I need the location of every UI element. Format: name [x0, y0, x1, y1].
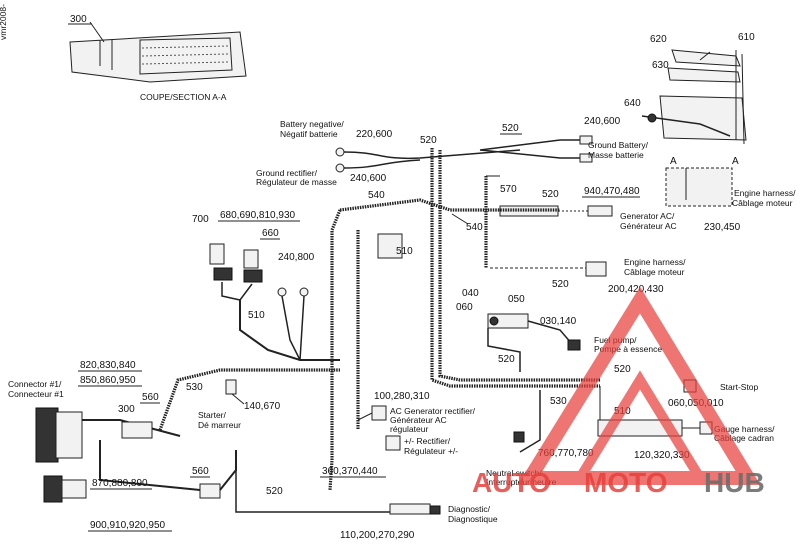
callout-870: 870,880,890	[92, 478, 148, 489]
label-starter-1: Starter/	[198, 410, 227, 420]
section-view	[69, 21, 247, 83]
label-fuel-pump-2: Pompe à essence	[594, 344, 662, 354]
label-gauge-harness-2: Câblage cadran	[714, 433, 774, 443]
callout-530-a: 530	[186, 382, 203, 393]
side-code: vmr2008-	[0, 4, 8, 40]
label-ground-rectifier-2: Régulateur de masse	[256, 177, 337, 187]
label-generator-ac-2: Générateur AC	[620, 221, 677, 231]
callout-560-a: 560	[142, 392, 159, 403]
section-marker-left: A	[670, 156, 677, 167]
callout-360: 360,370,440	[322, 466, 378, 477]
callout-540-b: 540	[466, 222, 483, 233]
callout-520-e: 520	[498, 354, 515, 365]
label-ground-rectifier-1: Ground rectifier/	[256, 168, 318, 178]
label-diagnostic-1: Diagnostic/	[448, 504, 491, 514]
callout-050: 050	[508, 294, 525, 305]
label-ground-battery-1: Ground Battery/	[588, 140, 649, 150]
callout-200: 200,420,430	[608, 284, 664, 295]
callout-520-a: 520	[420, 135, 437, 146]
section-marker-right: A	[732, 156, 739, 167]
callout-030-140: 030,140	[540, 316, 577, 327]
callout-540-a: 540	[368, 190, 385, 201]
callout-300-b: 300	[118, 404, 135, 415]
callout-520-d: 520	[552, 279, 569, 290]
label-ground-battery-2: Masse batterie	[588, 150, 644, 160]
callout-530-b: 530	[550, 396, 567, 407]
callout-240-600-a: 240,600	[350, 173, 387, 184]
label-start-stop: Start-Stop	[720, 382, 759, 392]
label-engine-harness-right-2: Câblage moteur	[732, 198, 793, 208]
label-engine-harness-right-1: Engine harness/	[734, 188, 796, 198]
callout-660: 660	[262, 228, 279, 239]
label-connector-1-b: Connecteur #1	[8, 389, 64, 399]
callout-940: 940,470,480	[584, 186, 640, 197]
callout-760: 760,770,780	[538, 448, 594, 459]
callout-520-c: 520	[542, 189, 559, 200]
callout-120: 120,320,330	[634, 450, 690, 461]
callout-630: 630	[652, 60, 669, 71]
callout-140-670: 140,670	[244, 401, 281, 412]
callout-520-g: 520	[266, 486, 283, 497]
callout-240-600-b: 240,600	[584, 116, 621, 127]
watermark-logo	[517, 286, 761, 485]
callout-850: 850,860,950	[80, 375, 136, 386]
label-generator-ac-1: Generator AC/	[620, 211, 675, 221]
callout-620: 620	[650, 34, 667, 45]
callout-220-600: 220,600	[356, 129, 393, 140]
label-starter-2: Dé marreur	[198, 420, 241, 430]
label-engine-harness-mid-1: Engine harness/	[624, 257, 686, 267]
label-rectifier-pm-2: Régulateur +/-	[404, 446, 458, 456]
label-ac-gen-rectifier-2: Générateur AC	[390, 415, 447, 425]
callout-110: 110,200,270,290	[340, 530, 415, 541]
callout-230-450: 230,450	[704, 222, 741, 233]
callout-240-800: 240,800	[278, 252, 315, 263]
label-connector-1-a: Connector #1/	[8, 379, 62, 389]
label-gauge-harness-1: Gauge harness/	[714, 424, 775, 434]
callout-100: 100,280,310	[374, 391, 430, 402]
callout-510-a: 510	[396, 246, 413, 257]
callout-900: 900,910,920,950	[90, 520, 166, 531]
callout-060: 060	[456, 302, 473, 313]
callout-680: 680,690,810,930	[220, 210, 296, 221]
callout-820: 820,830,840	[80, 360, 136, 371]
watermark-hub: HUB	[704, 467, 765, 498]
callout-570: 570	[500, 184, 517, 195]
callout-700: 700	[192, 214, 209, 225]
label-battery-negative-2: Négatif batterie	[280, 129, 338, 139]
callout-510-b: 510	[248, 310, 265, 321]
callout-520-b: 520	[502, 123, 519, 134]
callout-300-top: 300	[70, 14, 87, 25]
callout-610: 610	[738, 32, 755, 43]
battery-group	[641, 49, 747, 145]
label-diagnostic-2: Diagnostique	[448, 514, 498, 524]
label-battery-negative-1: Battery negative/	[280, 119, 344, 129]
watermark-moto: MOTO	[584, 467, 667, 498]
label-neutral-switch-1: Neutral switch/	[486, 468, 542, 478]
label-ac-gen-rectifier-1: AC Generator rectifier/	[390, 406, 476, 416]
callout-560-b: 560	[192, 466, 209, 477]
label-ac-gen-rectifier-3: régulateur	[390, 424, 428, 434]
section-title: COUPE/SECTION A-A	[140, 92, 227, 102]
callout-040: 040	[462, 288, 479, 299]
watermark-auto: AUTO	[472, 467, 551, 498]
callout-520-f: 520	[614, 364, 631, 375]
callout-640: 640	[624, 98, 641, 109]
label-engine-harness-mid-2: Câblage moteur	[624, 267, 685, 277]
label-rectifier-pm-1: +/- Rectifier/	[404, 436, 451, 446]
